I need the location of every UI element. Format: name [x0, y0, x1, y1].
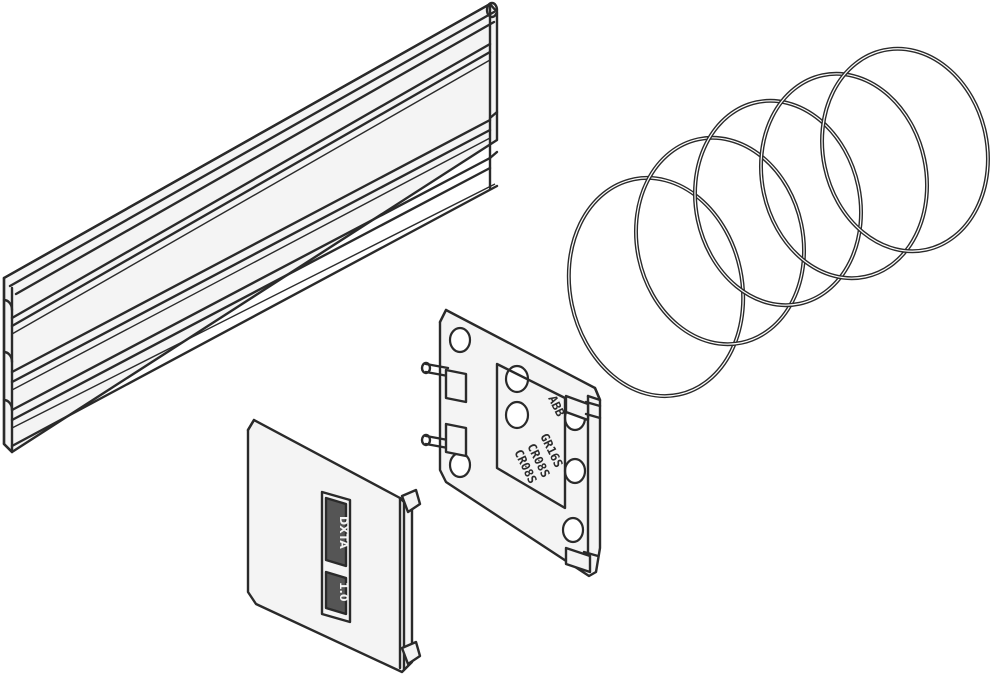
mounting-plate: ABB GR16S CR08S CR08S — [420, 308, 602, 578]
cover-label-top: DXTA — [337, 516, 350, 549]
o-rings — [566, 46, 990, 399]
front-cover: DXTA 1.0 — [246, 418, 422, 674]
cover-label-bottom: 1.0 — [337, 582, 350, 602]
din-rail — [2, 1, 499, 454]
